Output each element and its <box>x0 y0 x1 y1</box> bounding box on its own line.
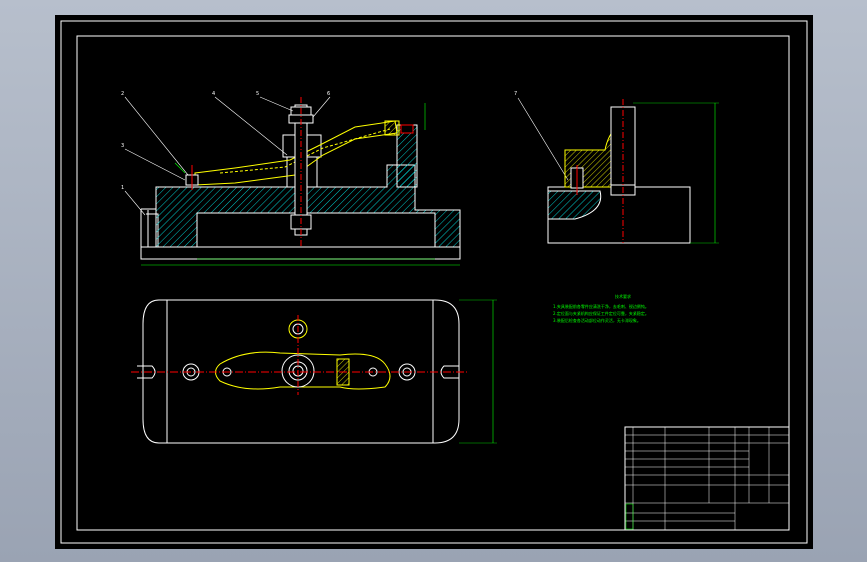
tech-note-line: 2.定位面与夹紧机构应保证工件定位可靠，夹紧稳定。 <box>553 311 649 316</box>
frame-border <box>76 35 790 531</box>
top-view <box>131 299 497 444</box>
tech-note-line: 1.夹具装配前各零件应清洗干净，去毛刺、锐边倒钝。 <box>553 304 649 309</box>
title-block <box>624 426 790 531</box>
front-view <box>124 96 569 266</box>
tech-note-line: 3.装配后检查各活动部位动作灵活，无卡滞现象。 <box>553 318 641 323</box>
balloon-7: 7 <box>514 91 518 97</box>
balloon-1: 1 <box>121 185 125 191</box>
tech-notes-title: 技术要求 <box>615 294 631 299</box>
drawing-canvas <box>60 20 808 544</box>
sheet-border <box>60 20 808 544</box>
side-view <box>547 99 719 244</box>
drawing-sheet: 1 2 3 4 5 6 7 技术要求 1.夹具装配前各零件应清洗干净，去毛刺、锐… <box>55 15 813 549</box>
balloon-5: 5 <box>256 91 260 97</box>
balloon-2: 2 <box>121 91 125 97</box>
balloon-3: 3 <box>121 143 125 149</box>
balloon-4: 4 <box>212 91 216 97</box>
balloon-6: 6 <box>327 91 331 97</box>
